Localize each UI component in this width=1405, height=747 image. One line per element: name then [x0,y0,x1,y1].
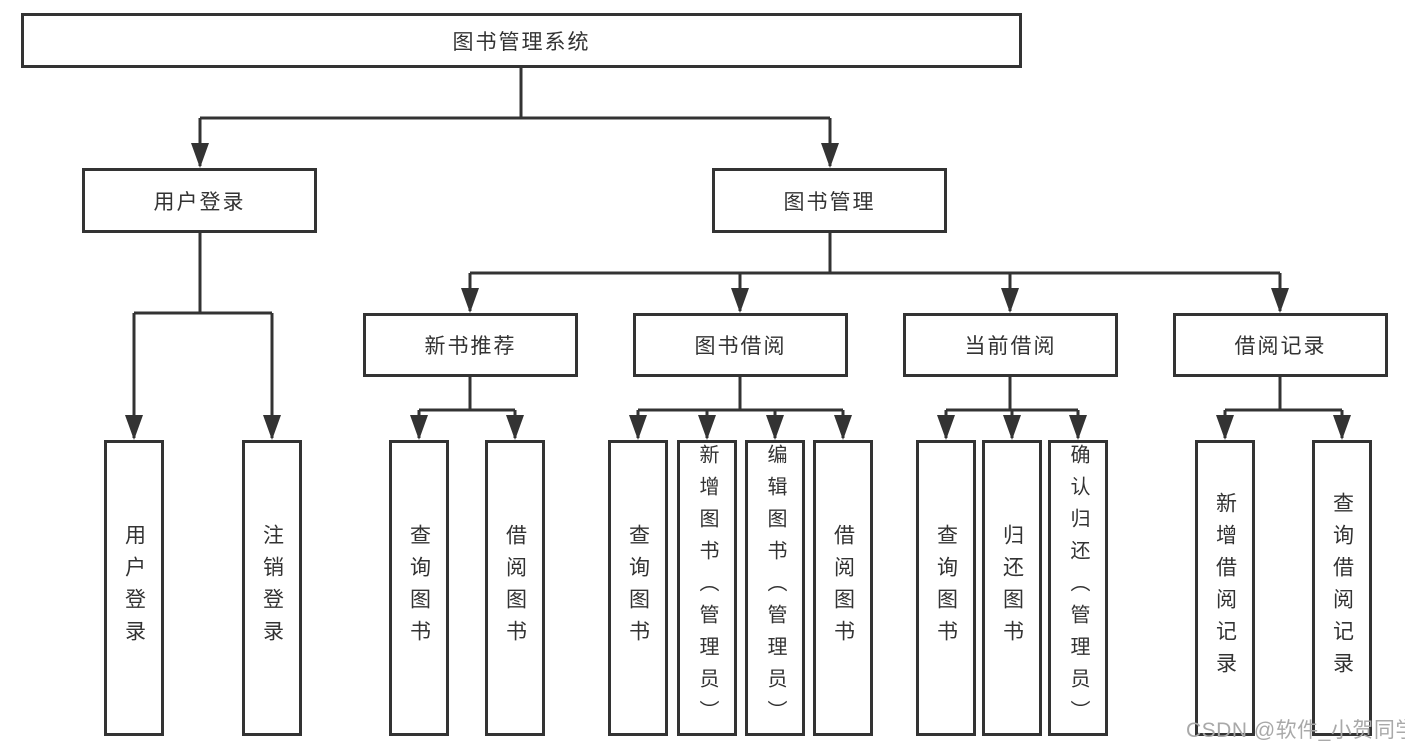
leaf-confirm-return-admin-label: 确认归还（管理员） [1067,444,1089,732]
node-root: 图书管理系统 [21,13,1022,68]
leaf-user-login: 用户登录 [104,440,164,736]
leaf-logout: 注销登录 [242,440,302,736]
leaf-query-books-recommend: 查询图书 [389,440,449,736]
leaf-add-book-admin-label: 新增图书（管理员） [696,444,718,732]
leaf-query-books-current: 查询图书 [916,440,976,736]
node-root-label: 图书管理系统 [452,30,591,54]
leaf-borrow-books: 借阅图书 [813,440,873,736]
node-current-borrow: 当前借阅 [903,313,1118,377]
node-user-login: 用户登录 [82,168,317,233]
leaf-add-borrow-record-label: 新增借阅记录 [1213,492,1237,684]
node-book-management: 图书管理 [712,168,947,233]
watermark: CSDN @软件_小贺同学 [1186,719,1405,742]
node-new-book-recommend-label: 新书推荐 [424,335,517,358]
leaf-borrow-books-recommend: 借阅图书 [485,440,545,736]
node-user-login-label: 用户登录 [153,190,246,214]
node-borrow-records-label: 借阅记录 [1234,335,1327,358]
node-current-borrow-label: 当前借阅 [964,335,1057,358]
leaf-add-borrow-record: 新增借阅记录 [1195,440,1255,736]
leaf-query-books-recommend-label: 查询图书 [407,524,431,652]
leaf-borrow-books-recommend-label: 借阅图书 [503,524,527,652]
leaf-query-books-borrow: 查询图书 [608,440,668,736]
leaf-edit-book-admin: 编辑图书（管理员） [745,440,805,736]
leaf-user-login-label: 用户登录 [122,524,146,652]
leaf-query-borrow-record: 查询借阅记录 [1312,440,1372,736]
node-borrow-records: 借阅记录 [1173,313,1388,377]
leaf-borrow-books-label: 借阅图书 [831,524,855,652]
node-book-borrow-label: 图书借阅 [694,335,787,358]
connector-lines [132,68,1344,438]
node-new-book-recommend: 新书推荐 [363,313,578,377]
leaf-logout-label: 注销登录 [260,524,284,652]
leaf-confirm-return-admin: 确认归还（管理员） [1048,440,1108,736]
leaf-query-books-borrow-label: 查询图书 [626,524,650,652]
connector-path [132,68,1344,438]
node-book-borrow: 图书借阅 [633,313,848,377]
leaf-query-books-current-label: 查询图书 [934,524,958,652]
leaf-add-book-admin: 新增图书（管理员） [677,440,737,736]
leaf-edit-book-admin-label: 编辑图书（管理员） [764,444,786,732]
leaf-return-book: 归还图书 [982,440,1042,736]
node-book-management-label: 图书管理 [783,190,876,214]
leaf-query-borrow-record-label: 查询借阅记录 [1330,492,1354,684]
leaf-return-book-label: 归还图书 [1000,524,1024,652]
